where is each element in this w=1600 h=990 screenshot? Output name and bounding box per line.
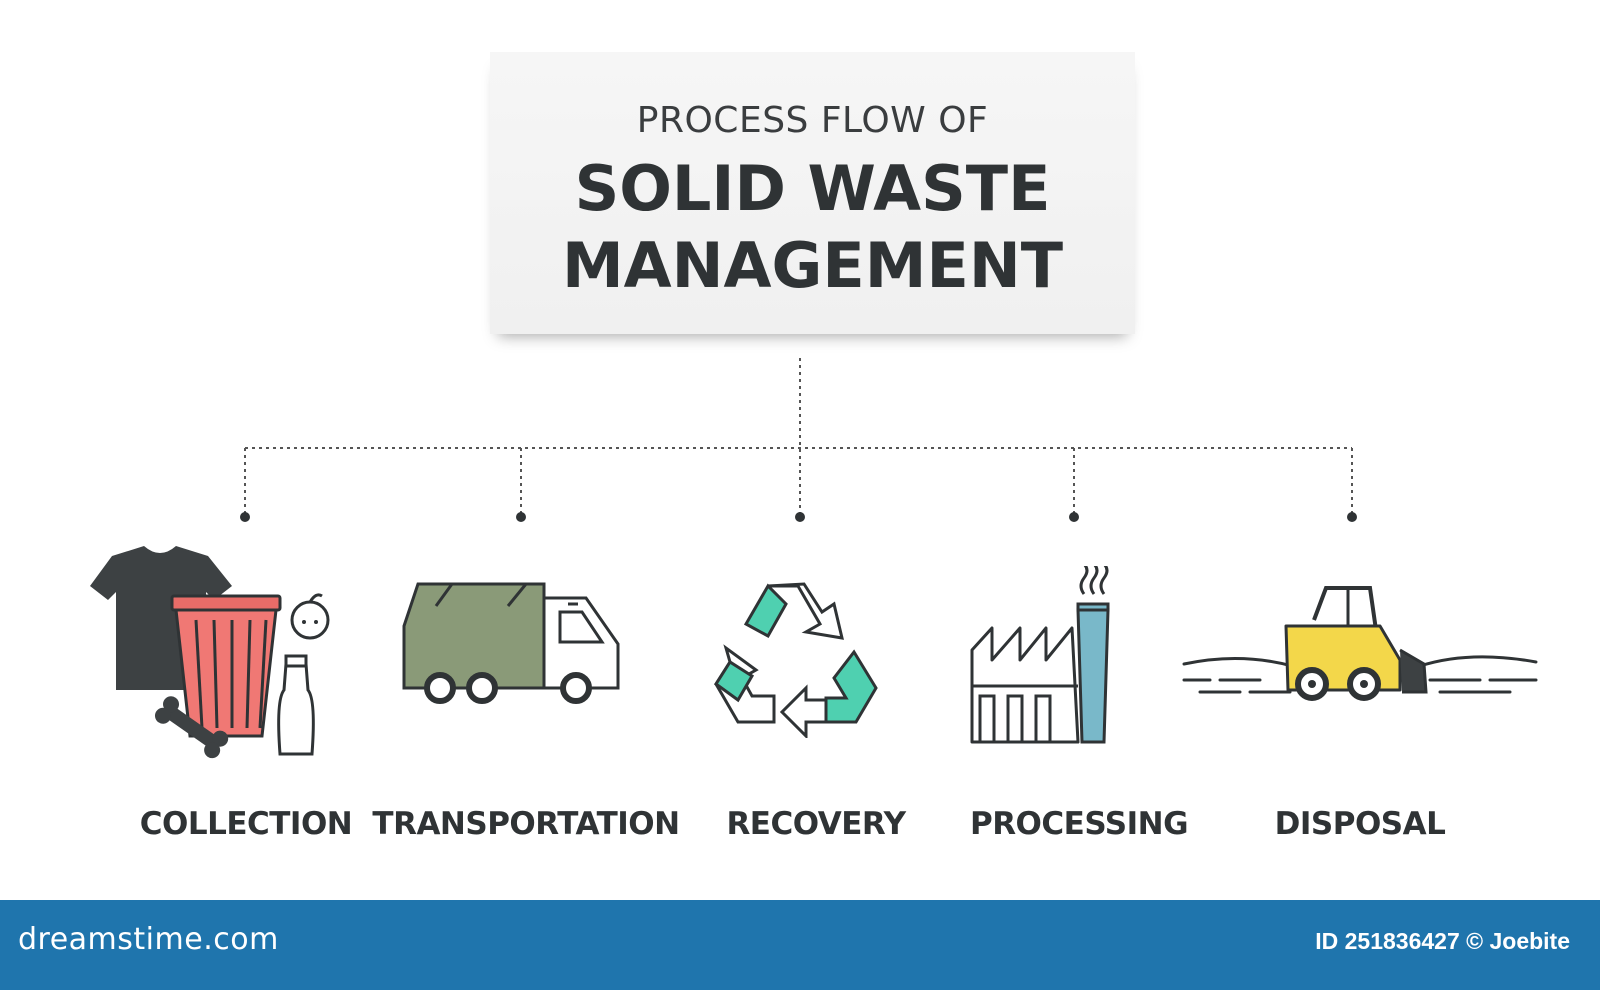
- node-dot-recovery: [795, 512, 805, 522]
- title-prefix: PROCESS FLOW OF: [636, 100, 989, 141]
- node-dot-processing: [1069, 512, 1079, 522]
- node-dot-collection: [240, 512, 250, 522]
- factory-icon: [962, 566, 1119, 749]
- footer-bar: dreamstime.com ID 251836427 © Joebite: [0, 900, 1600, 990]
- node-dot-disposal: [1347, 512, 1357, 522]
- step-label-transportation: TRANSPORTATION: [372, 806, 680, 842]
- brand-logo[interactable]: dreamstime.com: [18, 922, 279, 957]
- recycle-icon: [707, 578, 885, 738]
- title-line-2: MANAGEMENT: [561, 229, 1064, 302]
- bulldozer-icon: [1180, 580, 1540, 717]
- node-dot-transportation: [516, 512, 526, 522]
- garbage-truck-icon: [397, 577, 625, 713]
- flow-connectors: [240, 358, 1357, 522]
- image-credit: ID 251836427 © Joebite: [1315, 928, 1570, 954]
- step-label-processing: PROCESSING: [969, 806, 1189, 842]
- trash-bin-icon: [84, 540, 340, 766]
- step-label-disposal: DISPOSAL: [1274, 806, 1446, 842]
- title-card: PROCESS FLOW OF SOLID WASTE MANAGEMENT: [490, 52, 1135, 334]
- step-label-collection: COLLECTION: [139, 806, 353, 842]
- step-label-recovery: RECOVERY: [726, 806, 906, 842]
- title-line-1: SOLID WASTE: [574, 152, 1051, 225]
